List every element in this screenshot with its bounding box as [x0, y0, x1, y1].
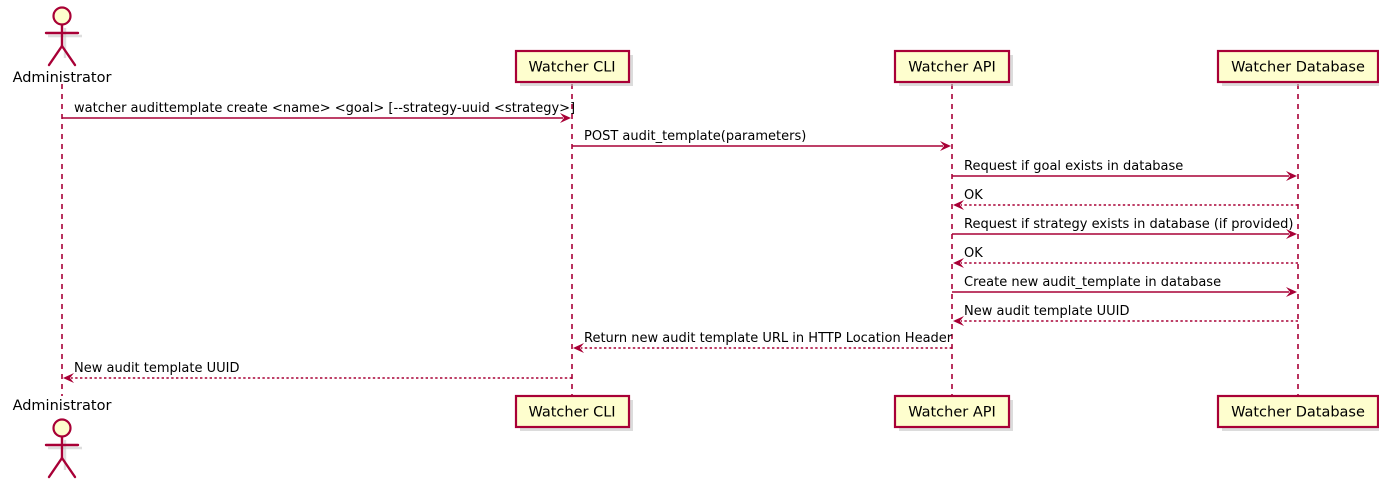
participant-watcher-api[interactable]: Watcher API: [893, 394, 1013, 431]
message-label: POST audit_template(parameters): [584, 129, 806, 144]
message-arrowhead: [953, 200, 964, 210]
message-arrowhead: [573, 343, 584, 353]
message-arrowhead: [1286, 287, 1297, 297]
participant-label: Watcher Database: [1231, 60, 1365, 76]
message-4: OK: [953, 188, 1298, 210]
actor-administrator[interactable]: [44, 418, 82, 479]
participant-label: Watcher CLI: [528, 60, 615, 76]
actor-label: Administrator: [13, 398, 112, 414]
participant-box[interactable]: [514, 394, 631, 429]
message-1: watcher audittemplate create <name> <goa…: [62, 101, 575, 123]
participant-box[interactable]: [1216, 394, 1379, 429]
actor-administrator[interactable]: [44, 6, 82, 67]
message-arrowhead: [1286, 229, 1297, 239]
participant-label: Watcher CLI: [528, 405, 615, 421]
message-9: Return new audit template URL in HTTP Lo…: [573, 331, 953, 353]
message-6: OK: [953, 246, 1298, 268]
message-label: Request if strategy exists in database (…: [964, 217, 1293, 232]
message-5: Request if strategy exists in database (…: [952, 217, 1297, 239]
actor-head-icon: [52, 418, 72, 438]
message-arrowhead: [560, 113, 571, 123]
message-arrowhead: [1286, 171, 1297, 181]
message-label: Return new audit template URL in HTTP Lo…: [584, 331, 953, 346]
message-arrowhead: [953, 316, 964, 326]
message-2: POST audit_template(parameters): [572, 129, 951, 151]
message-8: New audit template UUID: [953, 304, 1298, 326]
message-label: OK: [964, 188, 983, 203]
participant-label: Watcher API: [908, 60, 996, 76]
participant-box[interactable]: [893, 394, 1011, 429]
message-arrowhead: [63, 373, 74, 383]
message-label: OK: [964, 246, 983, 261]
message-arrowhead: [953, 258, 964, 268]
participant-box[interactable]: [893, 49, 1011, 84]
message-label: New audit template UUID: [964, 304, 1129, 319]
actor-leg-left: [47, 44, 64, 67]
participant-box[interactable]: [1216, 49, 1379, 84]
participant-watcher-api[interactable]: Watcher API: [893, 49, 1013, 86]
participant-label: Watcher API: [908, 405, 996, 421]
message-label: watcher audittemplate create <name> <goa…: [74, 101, 575, 116]
message-label: Create new audit_template in database: [964, 275, 1221, 290]
actor-leg-left: [47, 456, 64, 479]
participant-watcher-cli[interactable]: Watcher CLI: [514, 49, 633, 86]
actor-leg-right: [60, 44, 77, 67]
participant-watcher-cli[interactable]: Watcher CLI: [514, 394, 633, 431]
message-label: Request if goal exists in database: [964, 159, 1183, 174]
participant-box[interactable]: [514, 49, 631, 84]
message-label: New audit template UUID: [74, 361, 239, 376]
message-10: New audit template UUID: [63, 361, 572, 383]
participant-label: Watcher Database: [1231, 405, 1365, 421]
message-7: Create new audit_template in database: [952, 275, 1297, 297]
actor-head-icon: [52, 6, 72, 26]
participant-watcher-database[interactable]: Watcher Database: [1216, 394, 1379, 431]
actor-leg-right: [60, 456, 77, 479]
message-3: Request if goal exists in database: [952, 159, 1297, 181]
actor-label: Administrator: [13, 70, 112, 86]
message-arrowhead: [940, 141, 951, 151]
participant-watcher-database[interactable]: Watcher Database: [1216, 49, 1379, 86]
